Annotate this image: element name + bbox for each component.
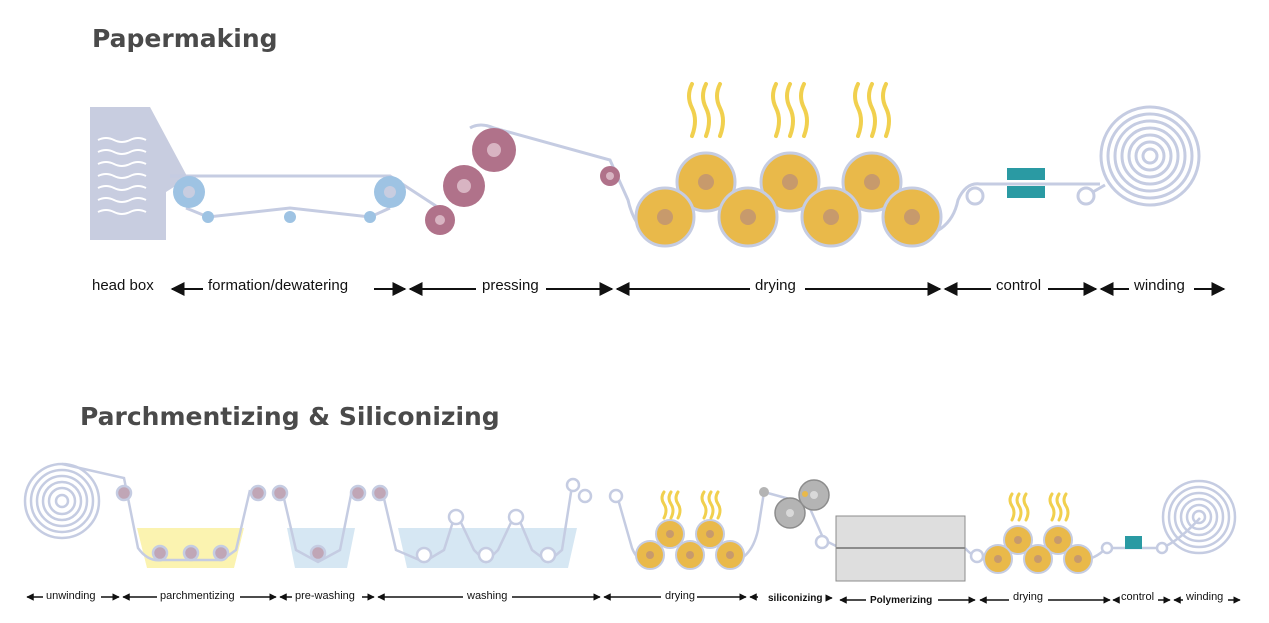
paper-reel-icon — [1161, 479, 1237, 555]
parchment-title: Parchmentizing & Siliconizing — [80, 402, 500, 431]
parchment-stage-bar: unwinding parchmentizing pre-washing was… — [26, 590, 1241, 606]
papermaking-stage-bar: head box formation/dewatering pressing d… — [92, 277, 1226, 296]
steam-icon — [1008, 492, 1070, 522]
press-roll-icon — [425, 128, 620, 235]
control-sensor-icon — [965, 168, 1096, 206]
papermaking-line — [90, 82, 1201, 248]
papermaking-title: Papermaking — [92, 24, 278, 53]
dryer-cylinder-icon — [635, 519, 745, 570]
paper-reel-icon — [23, 462, 101, 540]
stage-label: formation/dewatering — [208, 277, 348, 294]
guide-roll-icon — [115, 477, 1169, 564]
control-sensor-icon — [1125, 536, 1142, 549]
stage-label: drying — [1013, 591, 1043, 603]
stage-label: control — [996, 277, 1041, 294]
stage-label: washing — [466, 590, 507, 602]
paper-reel-icon — [1099, 105, 1201, 207]
stage-label: pre-washing — [295, 590, 355, 602]
dryer-cylinder-icon — [634, 151, 943, 248]
dryer-cylinder-icon — [983, 525, 1093, 574]
stage-label: unwinding — [46, 590, 96, 602]
steam-icon — [660, 490, 722, 520]
forming-roll-icon — [173, 176, 406, 223]
parchment-line — [23, 462, 1237, 582]
silicon-roll-icon — [759, 479, 830, 529]
stage-label: Polymerizing — [870, 595, 932, 606]
stage-label: parchmentizing — [160, 590, 235, 602]
stage-label: winding — [1185, 591, 1223, 603]
arrow-icon — [26, 593, 1241, 604]
treatment-vat-icon — [137, 528, 577, 568]
stage-label: winding — [1133, 277, 1185, 294]
oven-icon — [835, 515, 966, 582]
stage-label: drying — [755, 277, 796, 294]
stage-label: pressing — [482, 277, 539, 294]
head-box-icon — [90, 107, 188, 240]
stage-label: control — [1121, 591, 1154, 603]
stage-label: head box — [92, 277, 154, 294]
stage-label: siliconizing — [768, 593, 822, 604]
steam-icon — [687, 82, 891, 138]
stage-label: drying — [665, 590, 695, 602]
